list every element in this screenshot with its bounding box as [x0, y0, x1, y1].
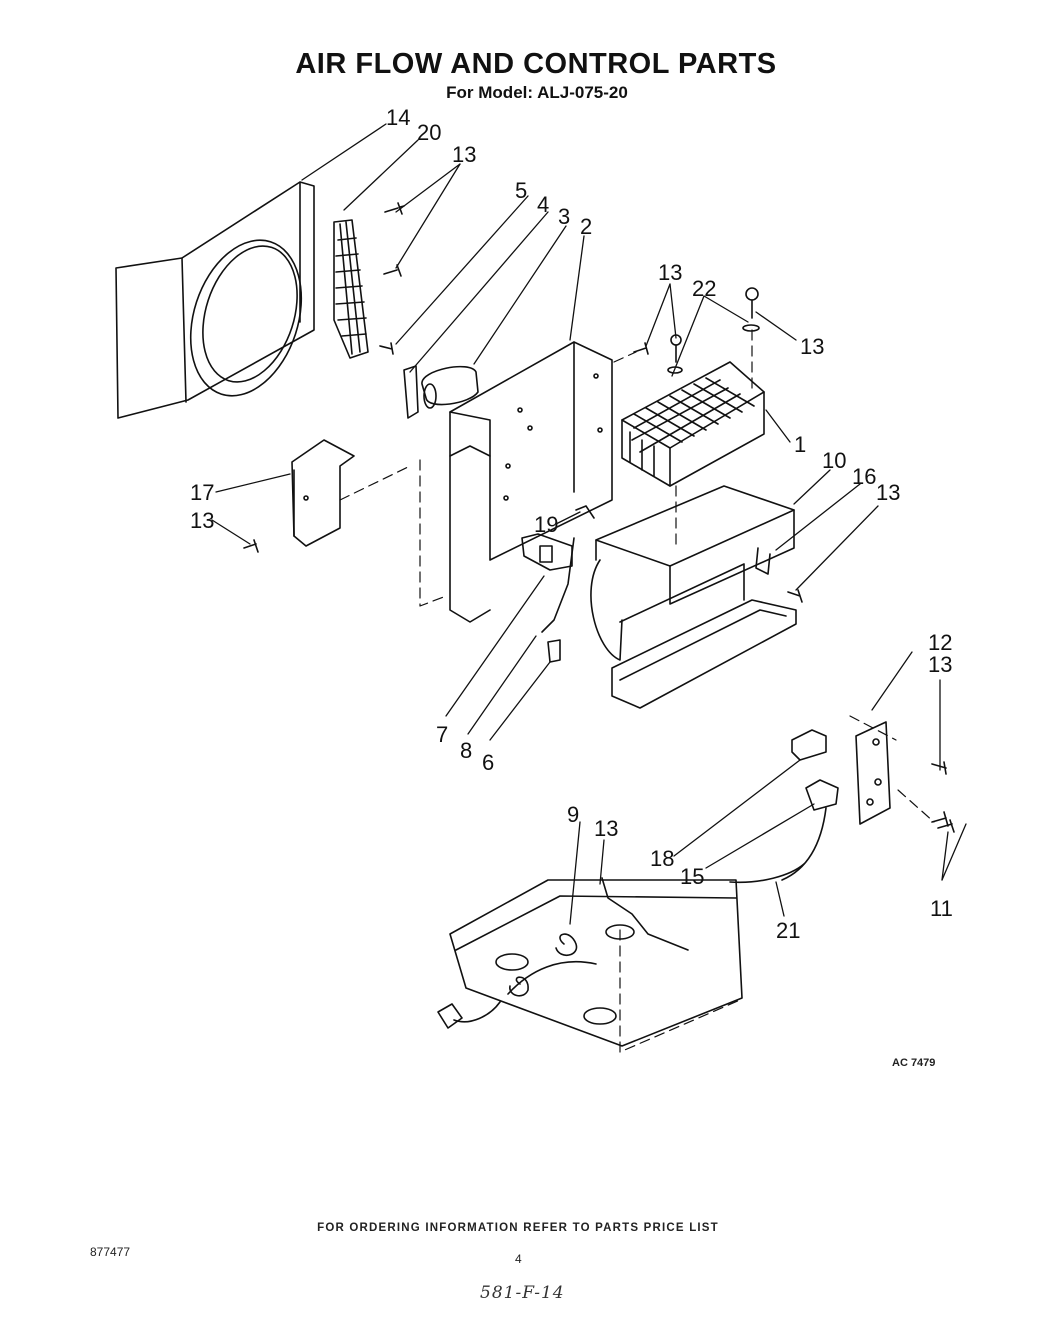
- callout-12: 12: [928, 630, 952, 655]
- callout-9: 9: [567, 802, 579, 827]
- screw-part: [937, 819, 955, 833]
- thermostat-wire-part: [541, 537, 575, 633]
- evaporator-coil-part: [621, 361, 765, 487]
- base-with-power-cord-part: [437, 877, 743, 1047]
- switch-part: [521, 505, 595, 571]
- ordering-note: FOR ORDERING INFORMATION REFER TO PARTS …: [317, 1222, 719, 1234]
- callout-13: 13: [452, 142, 476, 167]
- callout-4: 4: [537, 192, 549, 217]
- screw-part: [931, 811, 949, 827]
- callout-17: 17: [190, 480, 214, 505]
- callout-5: 5: [515, 178, 527, 203]
- page-number: 4: [515, 1252, 522, 1266]
- mounting-pins: [667, 287, 760, 374]
- callout-18: 18: [650, 846, 674, 871]
- screws-group: [379, 202, 649, 355]
- callout-2: 2: [580, 214, 592, 239]
- callout-6: 6: [482, 750, 494, 775]
- callout-20: 20: [417, 120, 441, 145]
- callout-13: 13: [594, 816, 618, 841]
- screen-mesh-part: [333, 219, 369, 359]
- callout-1: 1: [794, 432, 806, 457]
- base-pan-part: [590, 485, 797, 709]
- callout-13: 13: [800, 334, 824, 359]
- callout-16: 16: [852, 464, 876, 489]
- diagram-code: AC 7479: [892, 1057, 936, 1069]
- front-panel-part: [115, 181, 315, 419]
- callout-14: 14: [386, 105, 410, 130]
- callout-7: 7: [436, 722, 448, 747]
- callout-21: 21: [776, 918, 800, 943]
- partition-panel-part: [449, 341, 613, 623]
- model-subtitle: For Model: ALJ-075-20: [446, 83, 628, 102]
- callout-22: 22: [692, 276, 716, 301]
- callout-13: 13: [190, 508, 214, 533]
- handwritten-note: 581-F-14: [480, 1283, 565, 1303]
- callout-11: 11: [930, 896, 953, 921]
- clip-part: [755, 547, 771, 575]
- bracket-part: [243, 439, 355, 553]
- capillary-tube-part: [729, 863, 805, 884]
- callout-3: 3: [558, 204, 570, 229]
- leader-lines: [211, 123, 967, 925]
- callout-13: 13: [928, 652, 952, 677]
- control-bracket-part: [781, 721, 891, 881]
- screw-part: [931, 761, 947, 775]
- callout-13: 13: [876, 480, 900, 505]
- document-number: 877477: [90, 1245, 131, 1259]
- callout-13: 13: [658, 260, 682, 285]
- callout-10: 10: [822, 448, 846, 473]
- capacitor-part: [403, 365, 479, 419]
- callout-8: 8: [460, 738, 472, 763]
- screw-part: [787, 589, 803, 603]
- alignment-lines: [339, 329, 935, 1053]
- page-title: AIR FLOW AND CONTROL PARTS: [295, 48, 777, 80]
- callout-15: 15: [680, 864, 704, 889]
- sensor-clip-part: [547, 639, 561, 663]
- callout-19: 19: [534, 512, 558, 537]
